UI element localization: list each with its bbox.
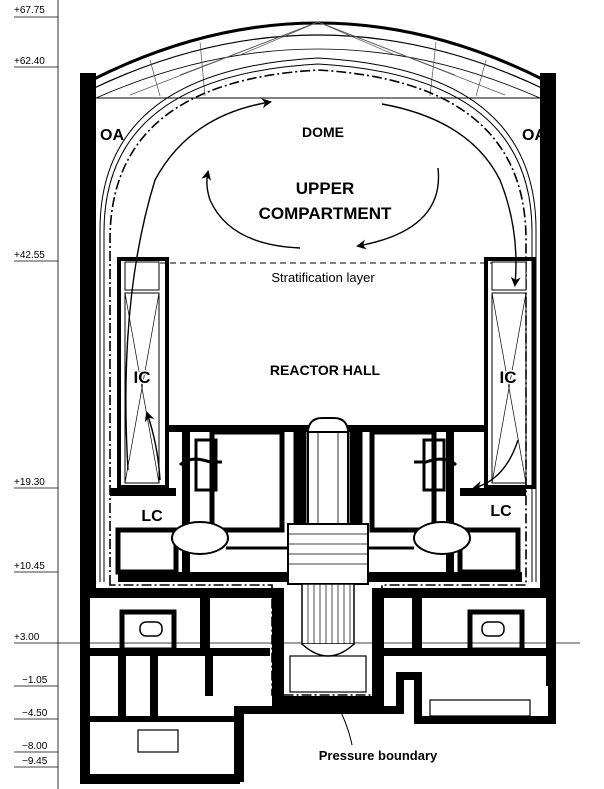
level-label: −4.50 — [22, 708, 48, 719]
arrow-down-right — [381, 103, 521, 287]
label-stratification-layer: Stratification layer — [271, 270, 375, 285]
elevation-marks — [14, 16, 580, 768]
arrow-inner-right — [356, 167, 440, 250]
label-pressure-boundary: Pressure boundary — [319, 748, 438, 763]
ic-right — [484, 257, 536, 489]
label-upper-compartment-line1: UPPER — [296, 179, 355, 198]
label-ic-right: IC — [500, 368, 517, 387]
diagram-labels: DOME UPPER COMPARTMENT Stratification la… — [100, 124, 546, 763]
label-oa-right: OA — [522, 127, 546, 144]
reactor-vessel — [287, 417, 369, 657]
level-label: +62.40 — [14, 56, 45, 67]
label-reactor-hall: REACTOR HALL — [270, 362, 381, 378]
level-label: +19.30 — [14, 477, 45, 488]
circulation-arrows — [125, 98, 521, 746]
level-label: −8.00 — [22, 741, 48, 752]
arrow-ic-right — [472, 439, 519, 491]
label-ic-left: IC — [134, 368, 151, 387]
pressure-boundary-pointer — [335, 700, 353, 746]
level-label: +67.75 — [14, 5, 45, 16]
label-upper-compartment-line2: COMPARTMENT — [259, 204, 392, 223]
level-label: +10.45 — [14, 561, 45, 572]
elevation-scale: +67.75 +62.40 +42.55 +19.30 +10.45 +3.00… — [14, 0, 580, 789]
label-dome: DOME — [302, 124, 344, 140]
arrow-inner-left — [201, 170, 301, 249]
arrow-up-left — [125, 98, 272, 471]
level-label: −1.05 — [22, 675, 48, 686]
ic-left — [117, 257, 169, 489]
level-label: −9.45 — [22, 756, 48, 767]
pressure-boundary-line — [109, 69, 527, 696]
label-lc-right: LC — [490, 503, 512, 520]
level-label: +42.55 — [14, 250, 45, 261]
level-label: +3.00 — [14, 632, 40, 643]
label-lc-left: LC — [141, 508, 163, 525]
inner-containment — [99, 57, 537, 582]
basement-structure — [80, 588, 556, 784]
dome-structure — [87, 21, 549, 99]
label-oa-left: OA — [100, 127, 124, 144]
outer-building — [80, 73, 556, 588]
arrow-ic-left — [144, 411, 161, 481]
